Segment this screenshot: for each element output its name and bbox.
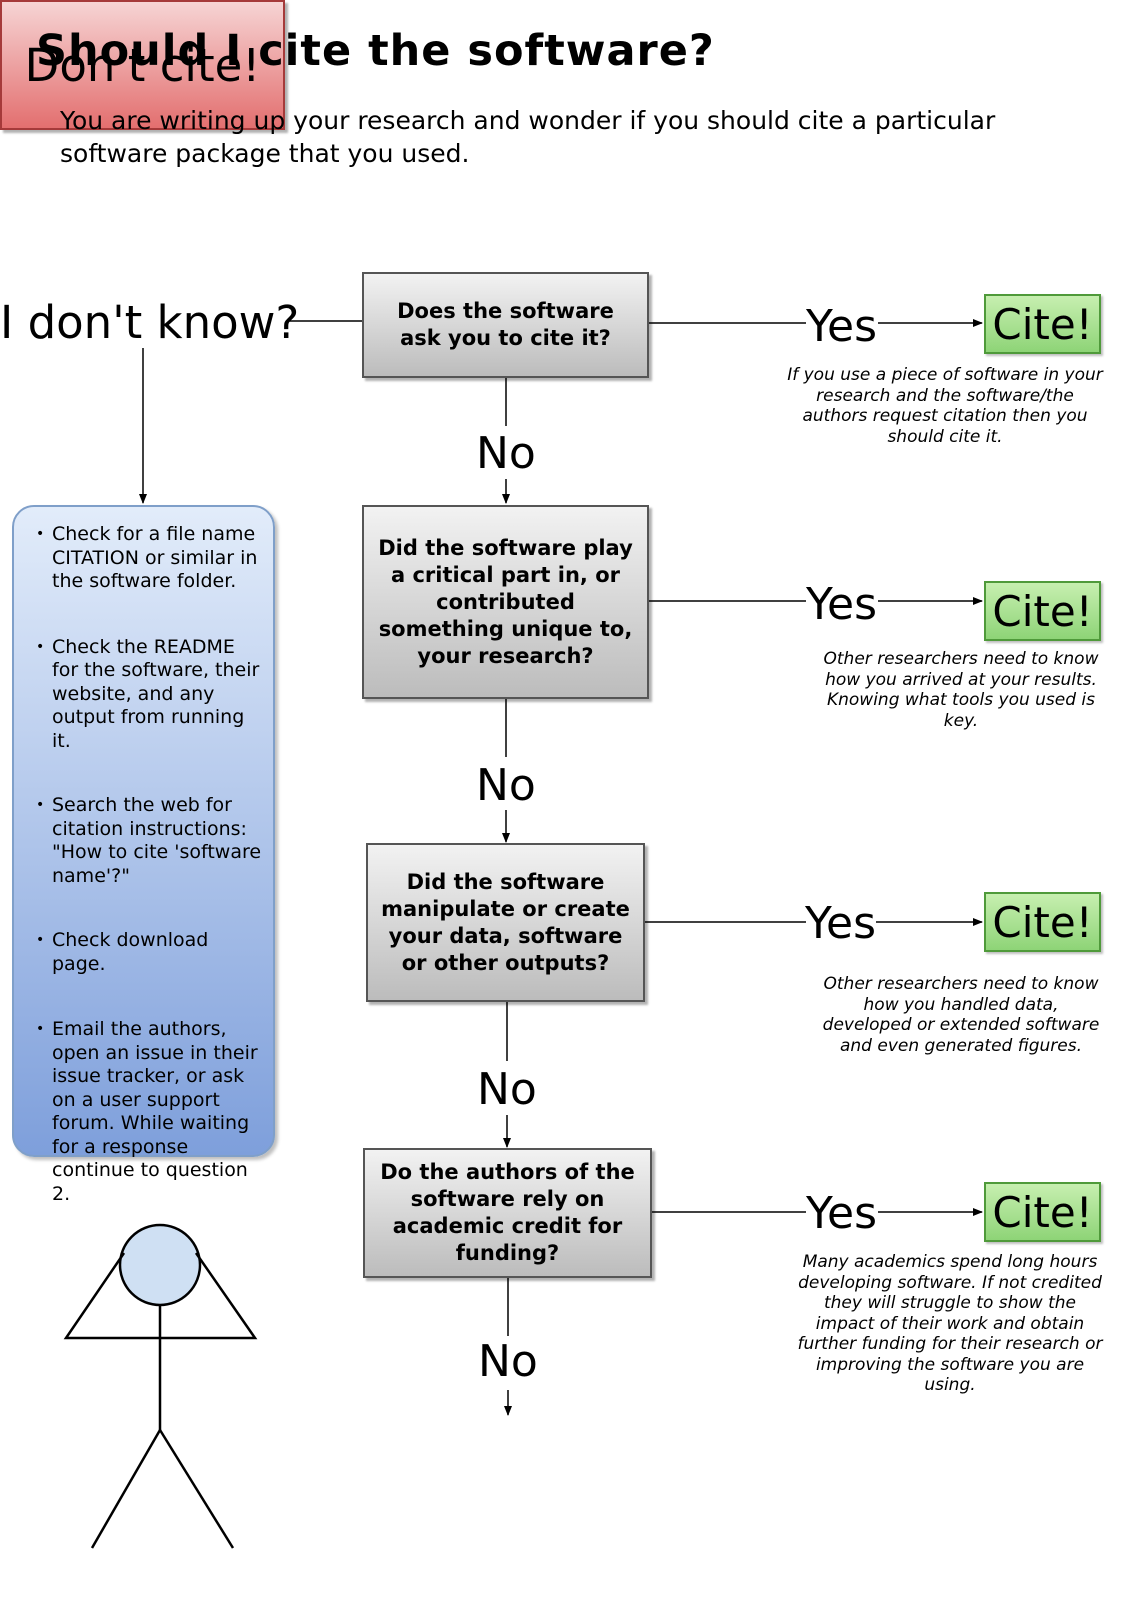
cite-box-1: Cite! <box>984 294 1101 354</box>
note-2: Other researchers need to know how you a… <box>823 649 1099 731</box>
dont-cite-box: Don't cite! <box>0 0 285 130</box>
question-1-box: Does the software ask you to cite it? <box>362 272 649 378</box>
yes-label-3: Yes <box>805 898 877 949</box>
question-3-box: Did the software manipulate or create yo… <box>366 843 645 1002</box>
page-title: Should I cite the software? <box>36 26 715 76</box>
stick-figure-right-leg <box>158 1429 235 1549</box>
cite-box-2: Cite! <box>984 581 1101 641</box>
tips-panel: Check for a file name CITATION or simila… <box>12 505 275 1205</box>
no-label-3: No <box>477 1064 537 1115</box>
cite-box-4: Cite! <box>984 1182 1101 1242</box>
tip-item: Email the authors, open an issue in thei… <box>36 1018 267 1206</box>
no-label-2: No <box>476 760 536 811</box>
tip-item: Check for a file name CITATION or simila… <box>36 523 267 594</box>
stick-figure-left-leg <box>90 1429 162 1549</box>
unknown-label: I don't know? <box>0 296 300 349</box>
tip-item: Check download page. <box>36 929 267 976</box>
no-label-1: No <box>476 428 536 479</box>
note-3: Other researchers need to know how you h… <box>822 974 1100 1056</box>
stick-figure-arms <box>63 1252 258 1340</box>
tip-item: Search the web for citation instructions… <box>36 794 267 888</box>
no-label-4: No <box>478 1336 538 1387</box>
yes-label-1: Yes <box>806 301 878 352</box>
subtitle: You are writing up your research and won… <box>60 106 996 168</box>
tips-list: Check for a file name CITATION or simila… <box>30 523 267 1206</box>
question-4-box: Do the authors of the software rely on a… <box>363 1148 652 1278</box>
yes-label-4: Yes <box>806 1188 878 1239</box>
question-2-box: Did the software play a critical part in… <box>362 505 649 699</box>
note-1: If you use a piece of software in your r… <box>787 365 1103 447</box>
yes-label-2: Yes <box>806 579 878 630</box>
note-4: Many academics spend long hours developi… <box>797 1252 1103 1395</box>
cite-box-3: Cite! <box>984 892 1101 952</box>
stick-figure-head <box>118 1223 202 1307</box>
stick-figure <box>63 1223 258 1549</box>
tip-item: Check the README for the software, their… <box>36 636 267 754</box>
